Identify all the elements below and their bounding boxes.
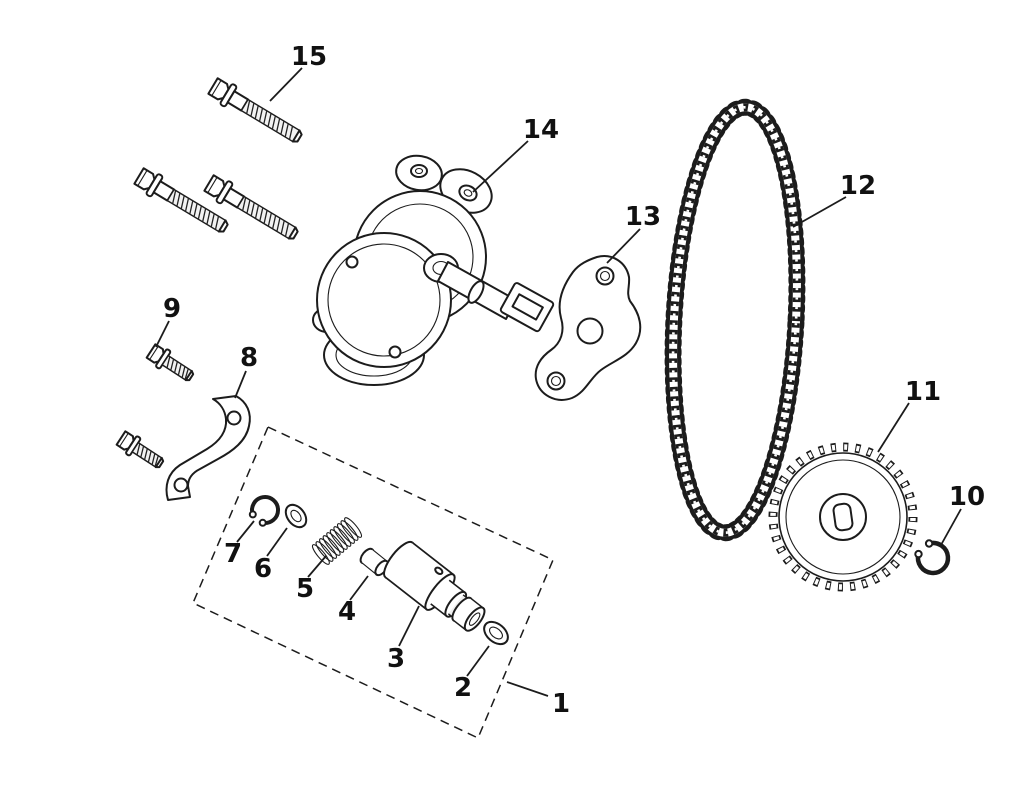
- oil-pump-assembly: [312, 154, 555, 386]
- part-label-9: 9: [163, 294, 181, 324]
- drive-chain: [664, 98, 806, 542]
- leader-line-8: [234, 370, 247, 399]
- gasket: [534, 255, 642, 401]
- flange-bolt-icon: [114, 428, 168, 474]
- shaft-coupler: [499, 282, 555, 333]
- leader-line-6: [266, 527, 288, 557]
- leader-line-12: [792, 196, 847, 228]
- retainer-bracket: [165, 395, 251, 501]
- part-labels: 1 2 3 4 5 6 7 8 9 10 11 12 13 14 15: [163, 42, 985, 719]
- part-label-12: 12: [840, 171, 876, 201]
- leader-lines: [155, 67, 962, 697]
- leader-line-15: [269, 67, 303, 102]
- sealing-ring: [483, 620, 509, 646]
- leader-line-3: [398, 605, 420, 647]
- flange-bolts-group: [114, 341, 198, 474]
- part-label-2: 2: [454, 673, 472, 703]
- leader-line-2: [466, 645, 490, 677]
- circlip: [914, 539, 951, 576]
- part-label-1: 1: [552, 689, 570, 719]
- sprocket: [768, 442, 918, 592]
- part-label-6: 6: [254, 554, 272, 584]
- flange-bolt-icon: [144, 341, 198, 387]
- part-label-7: 7: [224, 539, 242, 569]
- leader-line-5: [307, 555, 327, 578]
- plunger-pin: [359, 547, 390, 577]
- leader-line-10: [940, 508, 962, 546]
- part-label-4: 4: [338, 597, 356, 627]
- part-label-3: 3: [387, 644, 405, 674]
- part-label-14: 14: [523, 115, 559, 145]
- part-label-13: 13: [625, 202, 661, 232]
- leader-line-1: [506, 681, 549, 697]
- part-label-5: 5: [296, 574, 314, 604]
- part-label-11: 11: [905, 377, 941, 407]
- leader-line-9: [155, 320, 170, 348]
- part-label-15: 15: [291, 42, 327, 72]
- mounting-bolt-icon: [201, 171, 303, 247]
- leader-line-4: [349, 575, 369, 601]
- leader-line-13: [606, 228, 641, 264]
- leader-line-7: [236, 520, 255, 543]
- washer: [284, 503, 308, 529]
- mounting-bolt-icon: [205, 74, 307, 150]
- snap-ring: [248, 495, 281, 527]
- spring: [311, 517, 363, 565]
- part-label-10: 10: [949, 482, 985, 512]
- leader-line-14: [472, 140, 529, 193]
- leader-line-11: [877, 402, 910, 453]
- mounting-bolts-group: [131, 74, 307, 247]
- part-label-8: 8: [240, 343, 258, 373]
- assembly-boundary-box: [192, 425, 554, 740]
- tensioner-plunger: [383, 540, 486, 632]
